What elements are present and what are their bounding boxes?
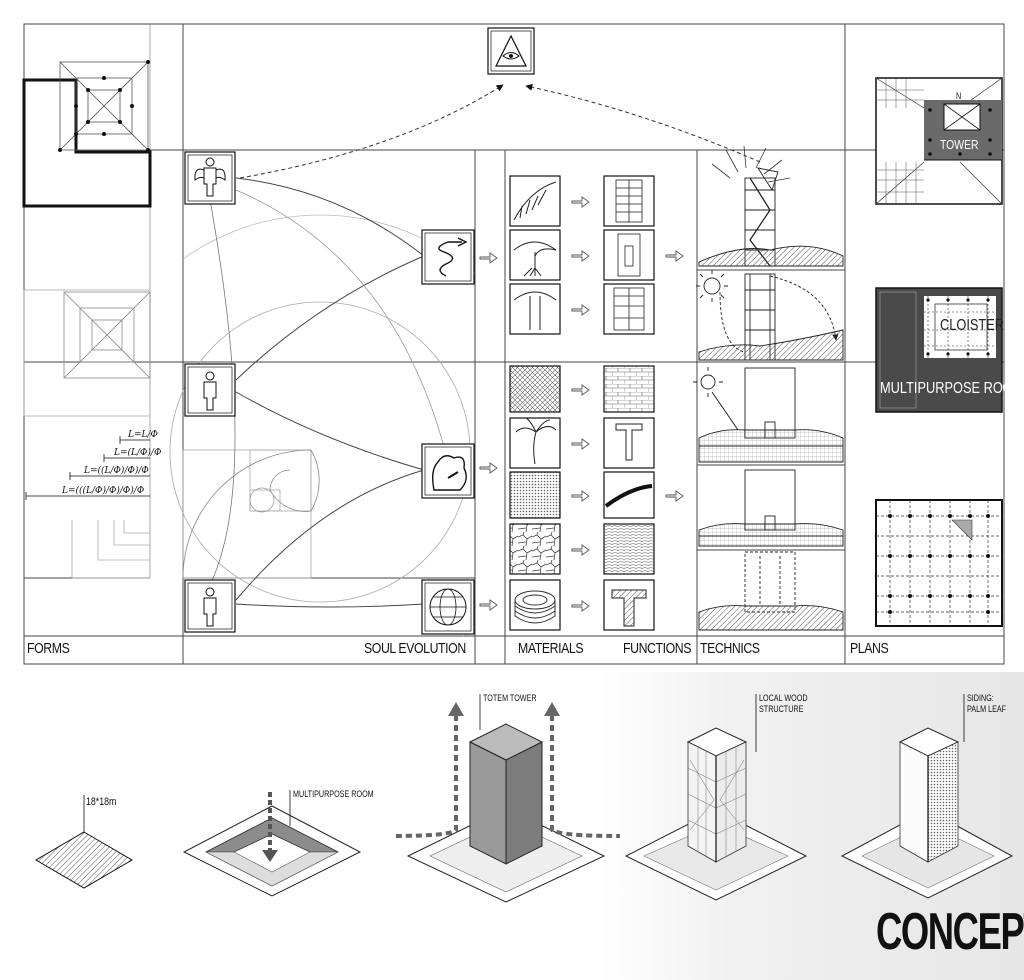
person-figure-icon (184, 363, 236, 417)
trunk-icon (513, 291, 557, 330)
sun-icon (703, 277, 721, 295)
plan-label-north: N (956, 91, 962, 101)
concept-label-siding-1: SIDING: (967, 693, 994, 703)
materials-column (509, 175, 561, 631)
tree-crown-icon (421, 443, 475, 499)
plan-tower (875, 77, 1003, 205)
plan-label-tower: TOWER (940, 137, 979, 152)
person-figure-icon (184, 579, 236, 633)
concept-title: CONCEPT (876, 903, 1024, 961)
flow-arrows (479, 196, 684, 612)
concept-step-multipurpose (182, 790, 362, 897)
globe-icon (421, 579, 475, 635)
log-section-icon (514, 590, 556, 624)
plan-cloister (875, 287, 1003, 413)
concept-label-siding-2: PALM LEAF (967, 704, 1007, 714)
concept-label-multipurpose: MULTIPURPOSE ROOM (293, 789, 374, 799)
soul-evolution-geometry (169, 177, 475, 636)
column-label-soul-evolution: SOUL EVOLUTION (364, 640, 466, 657)
concept-label-site: 18*18m (86, 796, 117, 808)
plan-grid (875, 499, 1003, 627)
column-icon (615, 423, 643, 461)
plans-column (875, 77, 1003, 627)
sun-icon (700, 374, 716, 390)
form-equation-1: L=L/Φ (128, 430, 158, 440)
plan-label-multipurpose: MULTIPURPOSE ROOM (880, 380, 1024, 397)
column-label-plans: PLANS (850, 640, 889, 657)
footing-section-icon (611, 589, 647, 627)
spiral-arrow-icon (421, 229, 475, 285)
concept-label-wood-2: STRUCTURE (759, 704, 804, 714)
eye-of-providence-icon (487, 27, 535, 75)
column-label-forms: FORMS (27, 640, 70, 657)
beam-curve-icon (604, 484, 653, 508)
column-label-materials: MATERIALS (518, 640, 584, 657)
concept-step-siding (840, 694, 1014, 899)
form-equation-2: L=(L/Φ)/Φ (114, 448, 162, 458)
palm-tree-icon (515, 417, 557, 465)
concept-label-wood-1: LOCAL WOOD (759, 693, 808, 703)
tree-icon (513, 241, 557, 277)
palm-leaf-icon (513, 181, 557, 221)
column-label-functions: FUNCTIONS (623, 640, 692, 657)
concept-step-wood (624, 694, 808, 901)
sun-icon (711, 145, 791, 183)
angel-figure-icon (184, 151, 236, 205)
form-equation-3: L=((L/Φ)/Φ)/Φ (84, 466, 149, 476)
functions-column (603, 175, 655, 631)
technics-column (693, 145, 844, 631)
column-label-technics: TECHNICS (700, 640, 760, 657)
forms-column (22, 60, 152, 579)
concept-step-totem (391, 694, 621, 903)
plan-label-cloister: CLOISTER (940, 317, 1005, 334)
concept-label-totem: TOTEM TOWER (483, 693, 537, 703)
form-equation-4: L=(((L/Φ)/Φ)/Φ)/Φ (62, 486, 145, 496)
concept-step-site (35, 795, 133, 889)
convergence-arrows (239, 83, 761, 179)
